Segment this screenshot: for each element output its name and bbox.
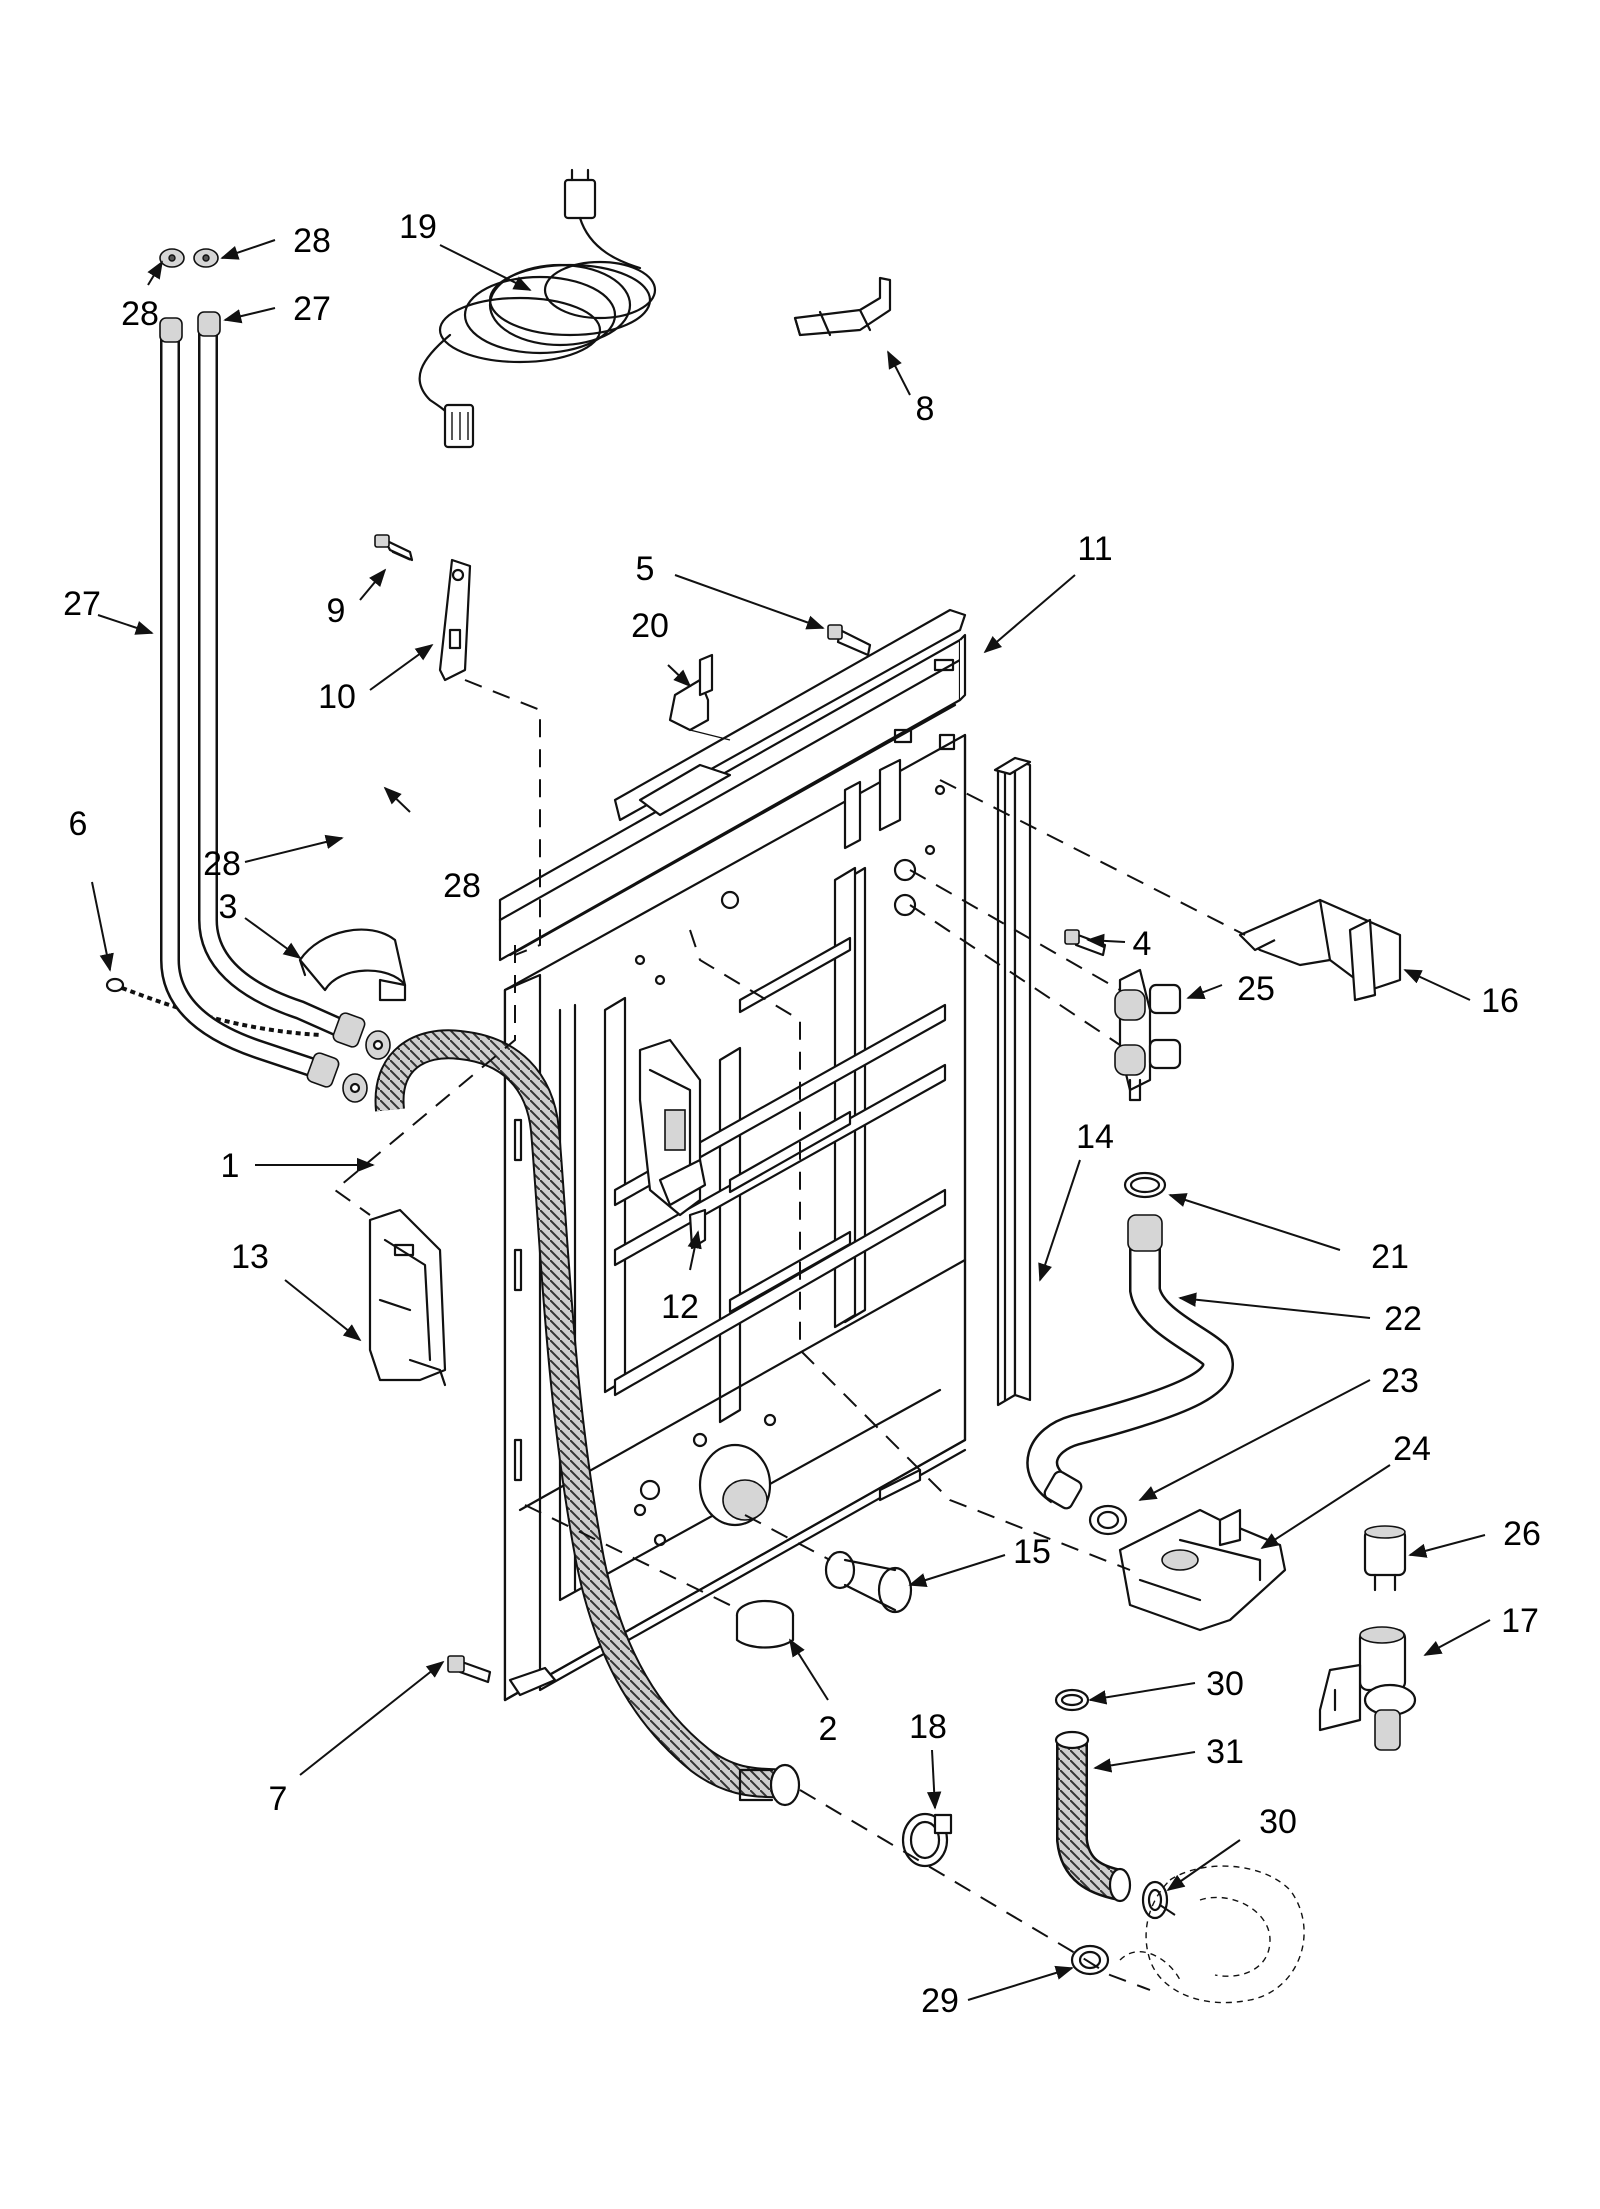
screw-9-part — [374, 534, 414, 562]
bracket-16-part — [1238, 898, 1402, 1002]
pump-bracket-24-part — [1118, 1508, 1287, 1632]
leader-lines — [91, 239, 1491, 2001]
bracket-8-part — [793, 276, 892, 337]
screw-5-part — [827, 624, 872, 657]
hose-clamp-21-part — [1123, 1171, 1167, 1199]
callout-2: 2 — [819, 1710, 838, 1748]
pump-motor-part — [1318, 1626, 1417, 1751]
fill-hoses-part — [159, 248, 391, 1103]
clamp-2-part — [735, 1599, 795, 1649]
callout-13: 13 — [231, 1238, 269, 1276]
bracket-13-part — [368, 1208, 447, 1387]
callout-10: 10 — [318, 678, 356, 716]
callout-9: 9 — [327, 592, 346, 630]
screw-7-part — [447, 1655, 492, 1684]
callout-22: 22 — [1384, 1300, 1422, 1338]
callout-25: 25 — [1237, 970, 1275, 1008]
clamp-30b-part — [1141, 1880, 1169, 1920]
callout-28: 28 — [443, 867, 481, 905]
capacitor-part — [1363, 1525, 1407, 1592]
callout-28: 28 — [293, 222, 331, 260]
callout-31: 31 — [1206, 1733, 1244, 1771]
callout-16: 16 — [1481, 982, 1519, 1020]
pump-hose-22-part — [1026, 1214, 1234, 1510]
power-cord-part — [418, 168, 657, 449]
clamp-29-part — [1070, 1944, 1110, 1976]
callout-1: 1 — [221, 1147, 240, 1185]
callout-15: 15 — [1013, 1533, 1051, 1571]
callout-30: 30 — [1259, 1803, 1297, 1841]
hose-clip-part — [298, 928, 407, 1002]
callout-7: 7 — [269, 1780, 288, 1818]
callout-30: 30 — [1206, 1665, 1244, 1703]
callout-labels: 28 28 27 19 8 27 9 5 11 20 10 6 28 28 3 … — [63, 208, 1541, 2020]
screw-4-part — [1064, 929, 1107, 957]
callout-12: 12 — [661, 1288, 699, 1326]
callout-23: 23 — [1381, 1362, 1419, 1400]
callout-20: 20 — [631, 607, 669, 645]
callout-29: 29 — [921, 1982, 959, 2020]
callout-3: 3 — [219, 888, 238, 926]
callout-6: 6 — [69, 805, 88, 843]
callout-28: 28 — [203, 845, 241, 883]
callout-8: 8 — [916, 390, 935, 428]
strap-10-part — [438, 558, 472, 682]
callout-24: 24 — [1393, 1430, 1431, 1468]
rear-panel-part — [498, 608, 967, 1702]
callout-18: 18 — [909, 1708, 947, 1746]
callout-28: 28 — [121, 295, 159, 333]
callout-4: 4 — [1133, 925, 1152, 963]
plug-15-part — [824, 1550, 913, 1614]
callout-17: 17 — [1501, 1602, 1539, 1640]
callout-27: 27 — [293, 290, 331, 328]
callout-14: 14 — [1076, 1118, 1114, 1156]
clip-20-part — [668, 653, 731, 741]
callout-5: 5 — [636, 550, 655, 588]
bead-tie-part — [105, 977, 321, 1037]
callout-19: 19 — [399, 208, 437, 246]
pump-outline-dashed — [1119, 1865, 1305, 2004]
callout-26: 26 — [1503, 1515, 1541, 1553]
drain-hose-part — [374, 1029, 801, 1807]
assembly-lines — [333, 679, 1246, 1991]
callout-27: 27 — [63, 585, 101, 623]
water-valve-part — [1114, 968, 1182, 1102]
side-rail-part — [993, 756, 1032, 1407]
clamp-18-part — [901, 1812, 953, 1868]
corrugated-hose-part — [1054, 1730, 1132, 1903]
clamp-30a-part — [1054, 1688, 1090, 1712]
hose-clamp-23-part — [1088, 1504, 1128, 1536]
callout-11: 11 — [1077, 530, 1112, 568]
callout-21: 21 — [1371, 1238, 1409, 1276]
